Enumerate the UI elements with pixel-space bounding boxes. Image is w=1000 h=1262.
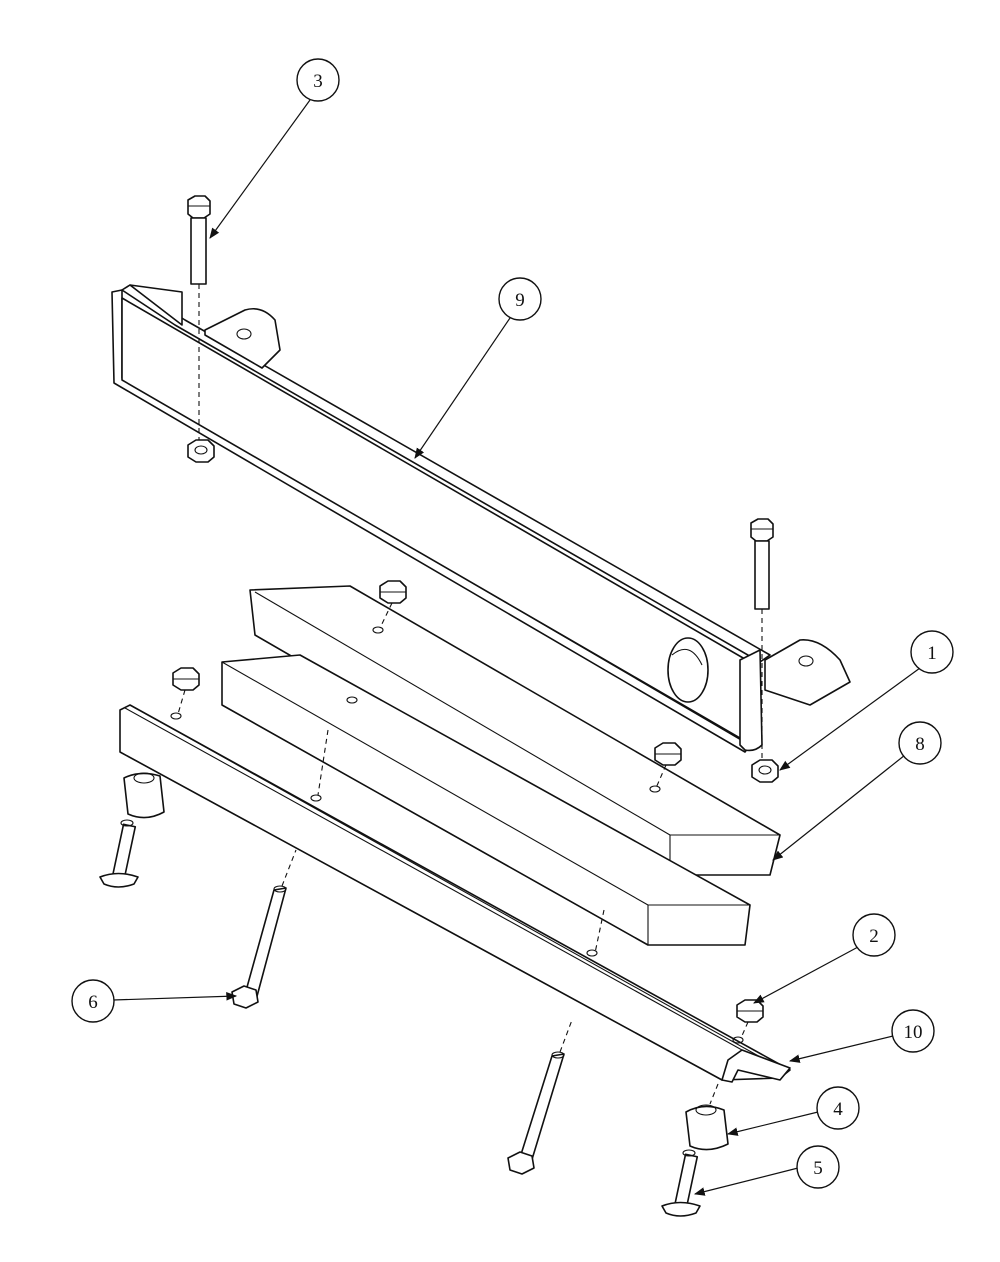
part-6-long-bolt-left xyxy=(231,849,297,1009)
leader-3 xyxy=(209,99,311,239)
callout-3-label: 3 xyxy=(313,71,323,92)
callout-5-label: 5 xyxy=(813,1158,823,1179)
leader-2 xyxy=(753,946,859,1004)
callout-1: 1 xyxy=(910,630,954,674)
leader-lines xyxy=(112,99,921,1196)
part-5-bolt-left xyxy=(99,819,139,888)
leader-10 xyxy=(788,1035,894,1063)
leader-1 xyxy=(779,667,921,771)
callout-8-label: 8 xyxy=(915,734,925,755)
part-3-hex-bolt-right xyxy=(750,518,774,760)
callout-4-label: 4 xyxy=(833,1099,843,1120)
callout-6-label: 6 xyxy=(88,992,98,1013)
leader-9 xyxy=(414,317,511,459)
leader-8 xyxy=(772,754,906,861)
callout-2-label: 2 xyxy=(869,926,879,947)
part-2-flange-nut-upper-block-right xyxy=(654,742,682,789)
callout-3: 3 xyxy=(296,58,340,102)
callout-2: 2 xyxy=(852,913,896,957)
callout-6: 6 xyxy=(71,979,115,1023)
callout-10: 10 xyxy=(891,1009,935,1053)
part-4-spacer-left xyxy=(123,772,165,819)
callout-8: 8 xyxy=(898,721,942,765)
part-2-flange-nut-right-channel xyxy=(736,999,764,1039)
leader-5 xyxy=(693,1167,799,1196)
part-2-flange-nut-upper-block-left xyxy=(379,580,407,629)
part-2-flange-nut-left-channel xyxy=(172,667,200,715)
part-6-long-bolt-right xyxy=(507,1019,573,1175)
part-10-channel xyxy=(119,704,791,1083)
callout-9: 9 xyxy=(498,277,542,321)
part-9-angle-bracket xyxy=(111,284,851,753)
part-4-spacer-right xyxy=(685,1083,729,1151)
part-1-flange-nut-left xyxy=(187,439,215,463)
part-3-hex-bolt-left xyxy=(187,195,211,445)
part-8-wear-block-lower xyxy=(221,654,751,957)
callout-5: 5 xyxy=(796,1145,840,1189)
callout-4: 4 xyxy=(816,1086,860,1130)
callout-10-label: 10 xyxy=(904,1022,923,1043)
callout-1-label: 1 xyxy=(927,643,937,664)
leader-6 xyxy=(112,991,238,1001)
callout-9-label: 9 xyxy=(515,290,525,311)
leader-4 xyxy=(726,1111,819,1136)
part-5-bolt-right xyxy=(661,1149,701,1217)
part-1-flange-nut-right xyxy=(751,759,779,783)
